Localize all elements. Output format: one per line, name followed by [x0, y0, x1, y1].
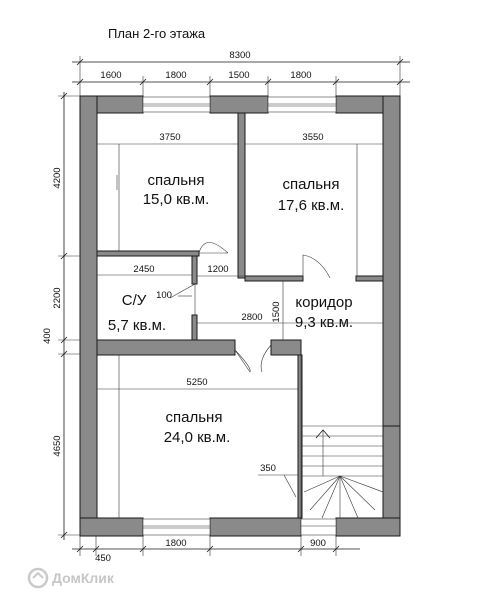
dim-overall-width: 8300: [229, 50, 250, 61]
room-bedroom-3-area: 24,0 кв.м.: [164, 429, 231, 446]
plan-title: План 2-го этажа: [108, 26, 206, 41]
room-labels: спальня 15,0 кв.м. спальня 17,6 кв.м. С/…: [108, 172, 353, 446]
dim-corridor-height: 1500: [271, 301, 282, 322]
watermark-house-icon: [32, 571, 44, 579]
room-bedroom-2-area: 17,6 кв.м.: [278, 197, 345, 214]
staircase: [302, 425, 384, 519]
dim-top-3: 1500: [228, 70, 249, 81]
room-bedroom-3-name: спальня: [166, 409, 223, 426]
dim-bath-door: 1200: [207, 264, 228, 275]
dim-left-4: 4650: [52, 435, 63, 456]
room-corridor-area: 9,3 кв.м.: [295, 314, 353, 331]
watermark-text: ДомКлик: [52, 570, 115, 586]
room-corridor-name: коридор: [295, 294, 352, 311]
windows: [142, 96, 337, 536]
dim-top-1: 1600: [100, 70, 121, 81]
room-bedroom-2-name: спальня: [283, 176, 340, 193]
watermark: ДомКлик: [27, 567, 115, 589]
dim-left-2: 2200: [52, 287, 63, 308]
exterior-walls: [79, 95, 401, 537]
dim-bottom-3: 900: [310, 538, 326, 549]
dim-top-4: 1800: [290, 70, 311, 81]
bottom-dimensions: 450 1800 900: [72, 535, 360, 564]
dim-bedroom2-width: 3550: [302, 132, 323, 143]
watermark-logo-icon: [27, 567, 49, 589]
dim-bedroom1-width: 3750: [159, 132, 180, 143]
dim-bottom-2: 1800: [165, 538, 186, 549]
dim-bath-width: 2450: [133, 264, 154, 275]
room-bedroom-1-area: 15,0 кв.м.: [143, 191, 210, 208]
dim-top-2: 1800: [165, 70, 186, 81]
dim-stair-gap: 350: [260, 463, 276, 474]
dim-left-3: 400: [42, 328, 53, 344]
doors: [169, 242, 331, 373]
room-bathroom-area: 5,7 кв.м.: [108, 317, 166, 334]
dim-bath-wall: 100: [156, 290, 172, 301]
room-bedroom-1-name: спальня: [148, 172, 205, 189]
interior-dimensions: 3750 3550 2450 1200 100 2800 1500 5250 3…: [97, 132, 383, 518]
dim-bottom-1: 450: [95, 553, 111, 564]
room-bathroom-name: С/У: [122, 292, 147, 309]
dim-corridor-width: 2800: [241, 312, 262, 323]
interior-walls: [96, 112, 384, 519]
dim-left-1: 4200: [52, 167, 63, 188]
top-dimensions: 8300 1600 1800 1500 1800: [72, 50, 410, 100]
dim-bedroom3-width: 5250: [186, 377, 207, 388]
